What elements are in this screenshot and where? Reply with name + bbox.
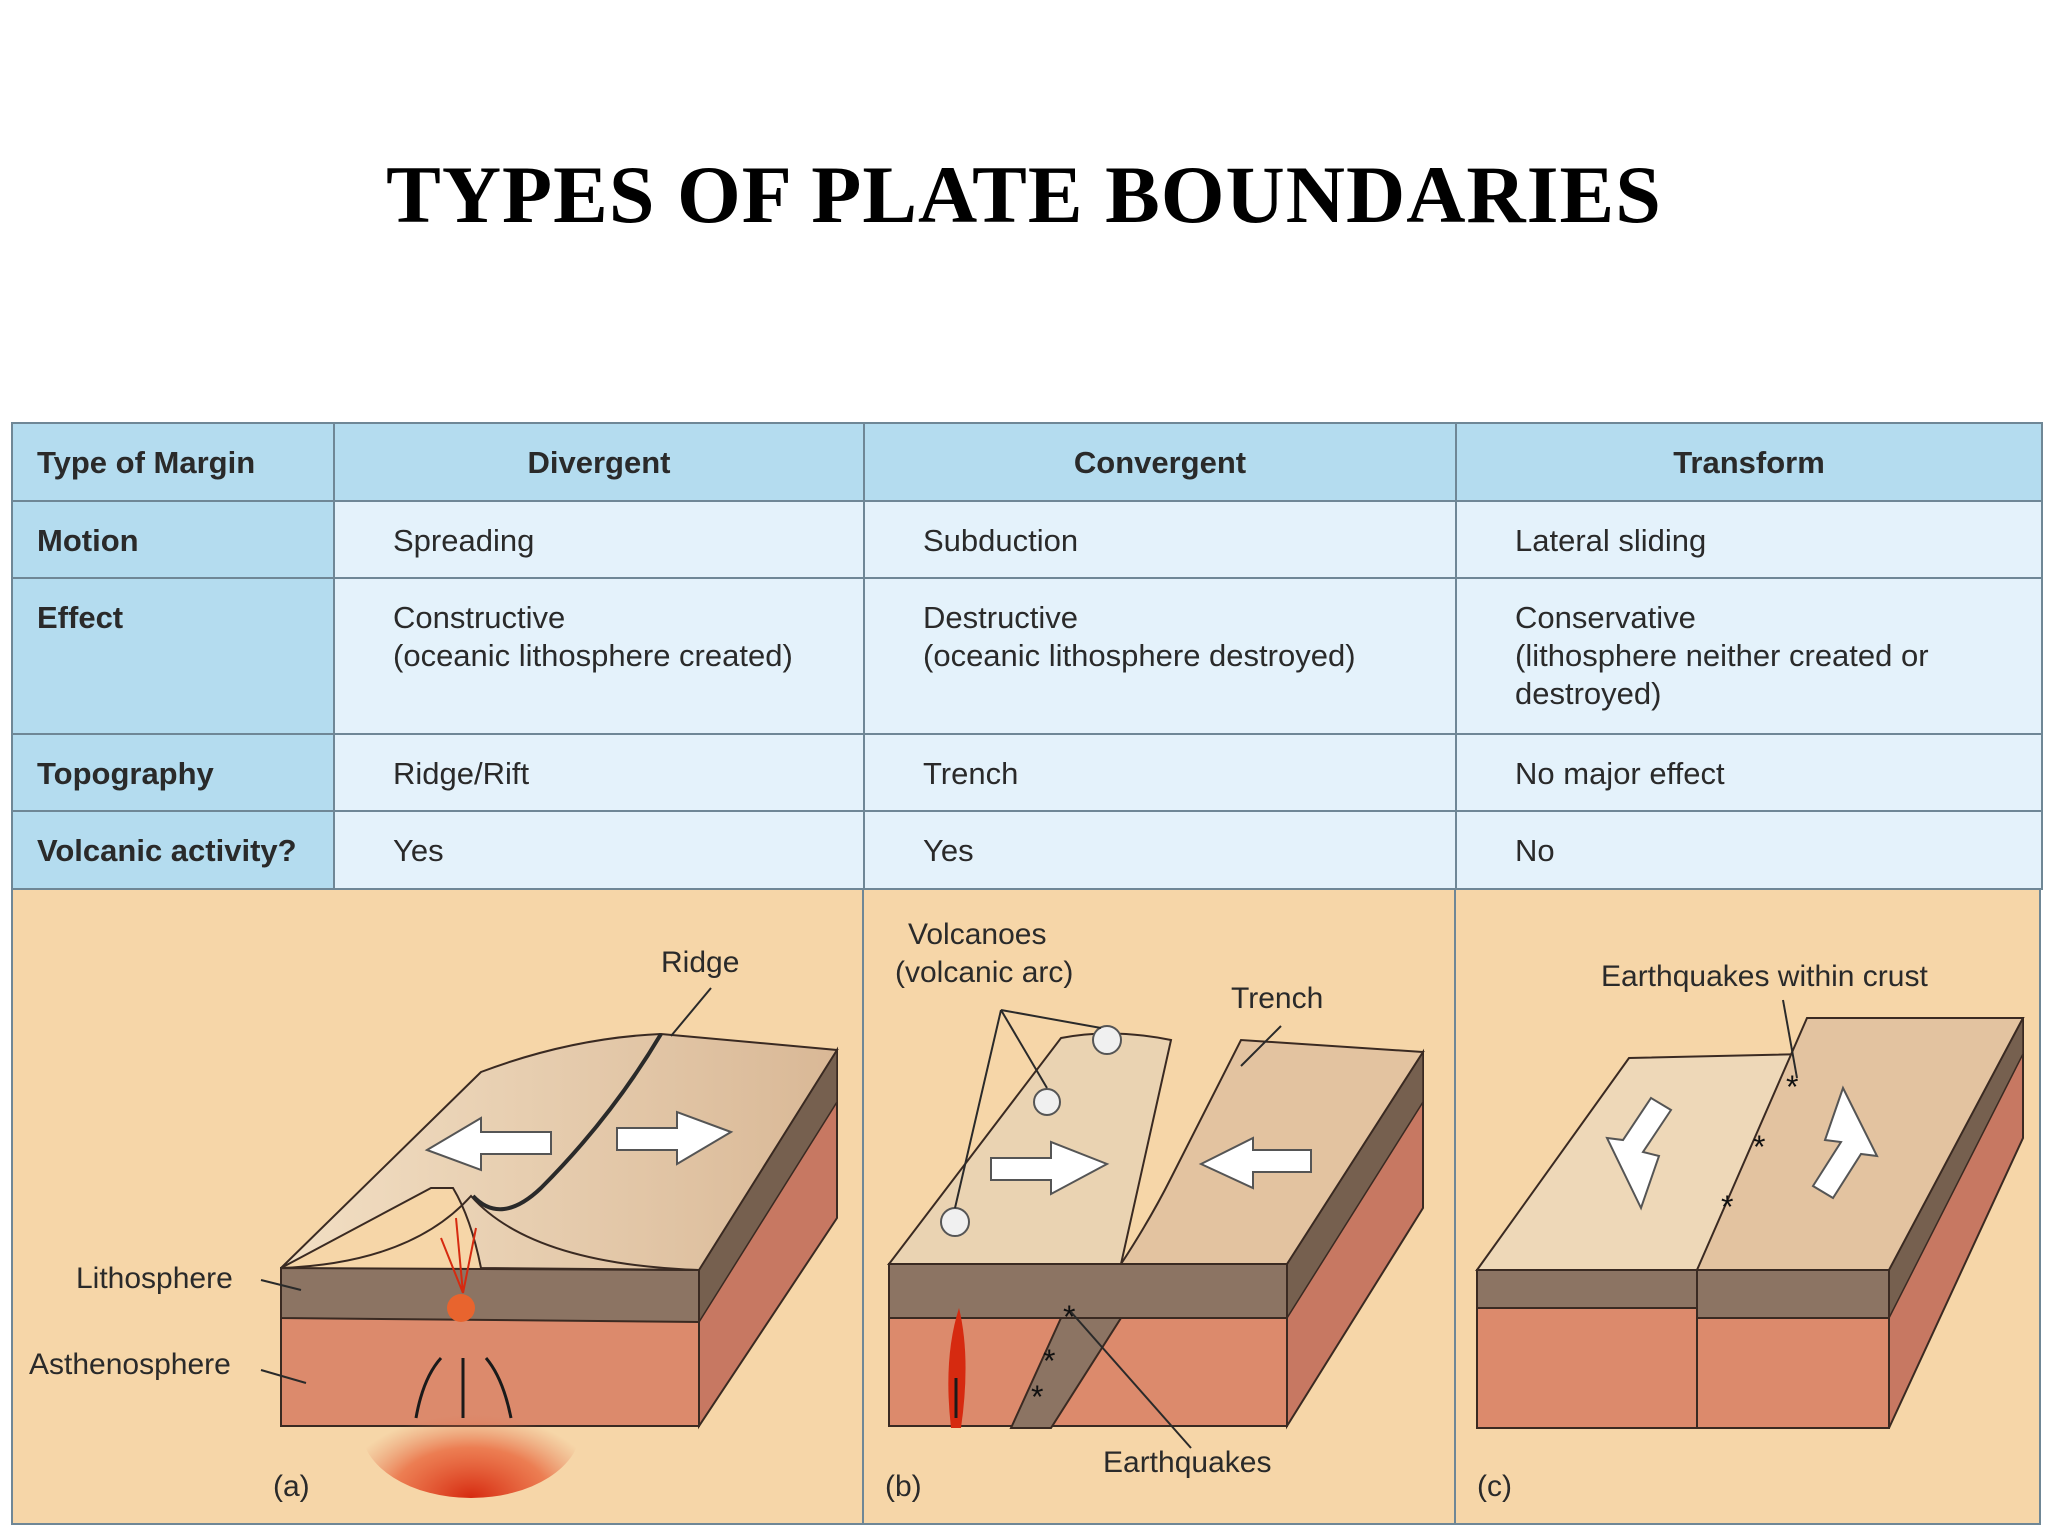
table-cell: Conservative(lithosphere neither created… — [1455, 577, 2043, 735]
earthquake-star: * — [1721, 1189, 1733, 1225]
table-cell: Ridge/Rift — [333, 733, 865, 812]
transform-block: * * * — [1475, 999, 2025, 1429]
earthquake-star: * — [1753, 1129, 1765, 1165]
row-label: Motion — [11, 500, 335, 579]
table-row-volcanic: Volcanic activity? Yes Yes No — [11, 810, 2043, 890]
table-cell: Trench — [863, 733, 1457, 812]
header-transform: Transform — [1455, 422, 2043, 502]
row-label: Volcanic activity? — [11, 810, 335, 890]
panel-label-b: (b) — [885, 1470, 922, 1503]
panel-label-c: (c) — [1477, 1470, 1512, 1503]
header-convergent: Convergent — [863, 422, 1457, 502]
earthquake-star: * — [1043, 1343, 1055, 1379]
earthquake-star: * — [1063, 1299, 1075, 1335]
table-cell: No major effect — [1455, 733, 2043, 812]
plate-boundary-table: Type of Margin Divergent Convergent Tran… — [11, 422, 2043, 890]
row-label: Effect — [11, 577, 335, 735]
table-row-topography: Topography Ridge/Rift Trench No major ef… — [11, 733, 2043, 812]
table-cell: Yes — [863, 810, 1457, 890]
table-cell: No — [1455, 810, 2043, 890]
row-label: Topography — [11, 733, 335, 812]
label-lithosphere: Lithosphere — [76, 1262, 233, 1295]
page-title: TYPES OF PLATE BOUNDARIES — [386, 149, 1662, 240]
label-earthquakes: Earthquakes — [1103, 1446, 1271, 1479]
table-cell: Spreading — [333, 500, 865, 579]
table-header-row: Type of Margin Divergent Convergent Tran… — [11, 422, 2043, 502]
table-row-motion: Motion Spreading Subduction Lateral slid… — [11, 500, 2043, 579]
label-volcanic-arc: (volcanic arc) — [895, 956, 1073, 989]
header-divergent: Divergent — [333, 422, 865, 502]
table-cell: Destructive(oceanic lithosphere destroye… — [863, 577, 1457, 735]
panel-label-a: (a) — [273, 1470, 310, 1503]
plate-boundary-diagrams: Ridge Lithosphere Asthenosphere (a) * * … — [29, 888, 2025, 1525]
convergent-block: * * * — [886, 1009, 1425, 1449]
table-cell: Yes — [333, 810, 865, 890]
table-cell: Lateral sliding — [1455, 500, 2043, 579]
header-label: Type of Margin — [11, 422, 335, 502]
label-earthquakes-within-crust: Earthquakes within crust — [1601, 960, 1928, 993]
table-cell: Constructive(oceanic lithosphere created… — [333, 577, 865, 735]
table-row-effect: Effect Constructive(oceanic lithosphere … — [11, 577, 2043, 735]
label-asthenosphere: Asthenosphere — [29, 1348, 231, 1381]
earthquake-star: * — [1031, 1379, 1043, 1415]
earthquake-star: * — [1786, 1069, 1798, 1105]
divergent-block — [260, 987, 839, 1498]
label-ridge: Ridge — [661, 946, 739, 979]
table-cell: Subduction — [863, 500, 1457, 579]
label-volcanoes: Volcanoes — [908, 918, 1046, 951]
label-trench: Trench — [1231, 982, 1323, 1015]
